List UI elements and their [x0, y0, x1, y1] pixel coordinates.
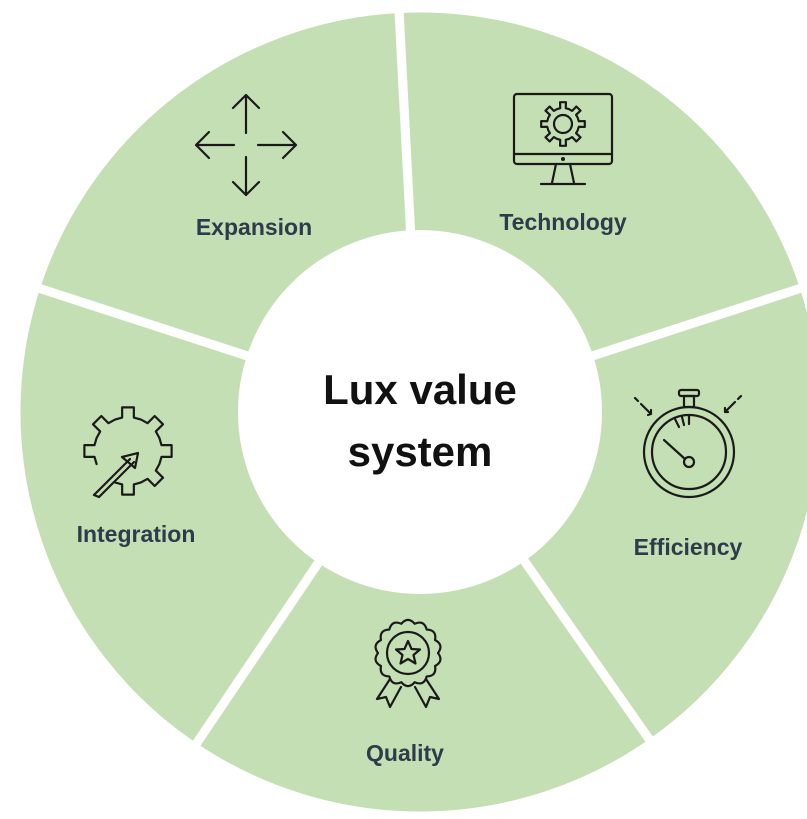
four-arrows-icon — [194, 93, 298, 197]
segment-label-integration: Integration — [77, 521, 196, 547]
stopwatch-icon — [633, 388, 743, 499]
ring — [11, 3, 807, 819]
segment-label-technology: Technology — [499, 209, 627, 235]
gear-arrow-icon — [83, 406, 173, 499]
segment-label-efficiency: Efficiency — [634, 534, 743, 560]
center-title-line1: Lux value — [323, 366, 517, 413]
center-title-line2: system — [348, 428, 493, 475]
award-badge-icon — [374, 618, 442, 709]
segment-label-quality: Quality — [366, 740, 444, 766]
monitor-gear-icon — [512, 92, 614, 186]
center-circle — [238, 230, 602, 594]
segment-label-expansion: Expansion — [196, 214, 312, 240]
